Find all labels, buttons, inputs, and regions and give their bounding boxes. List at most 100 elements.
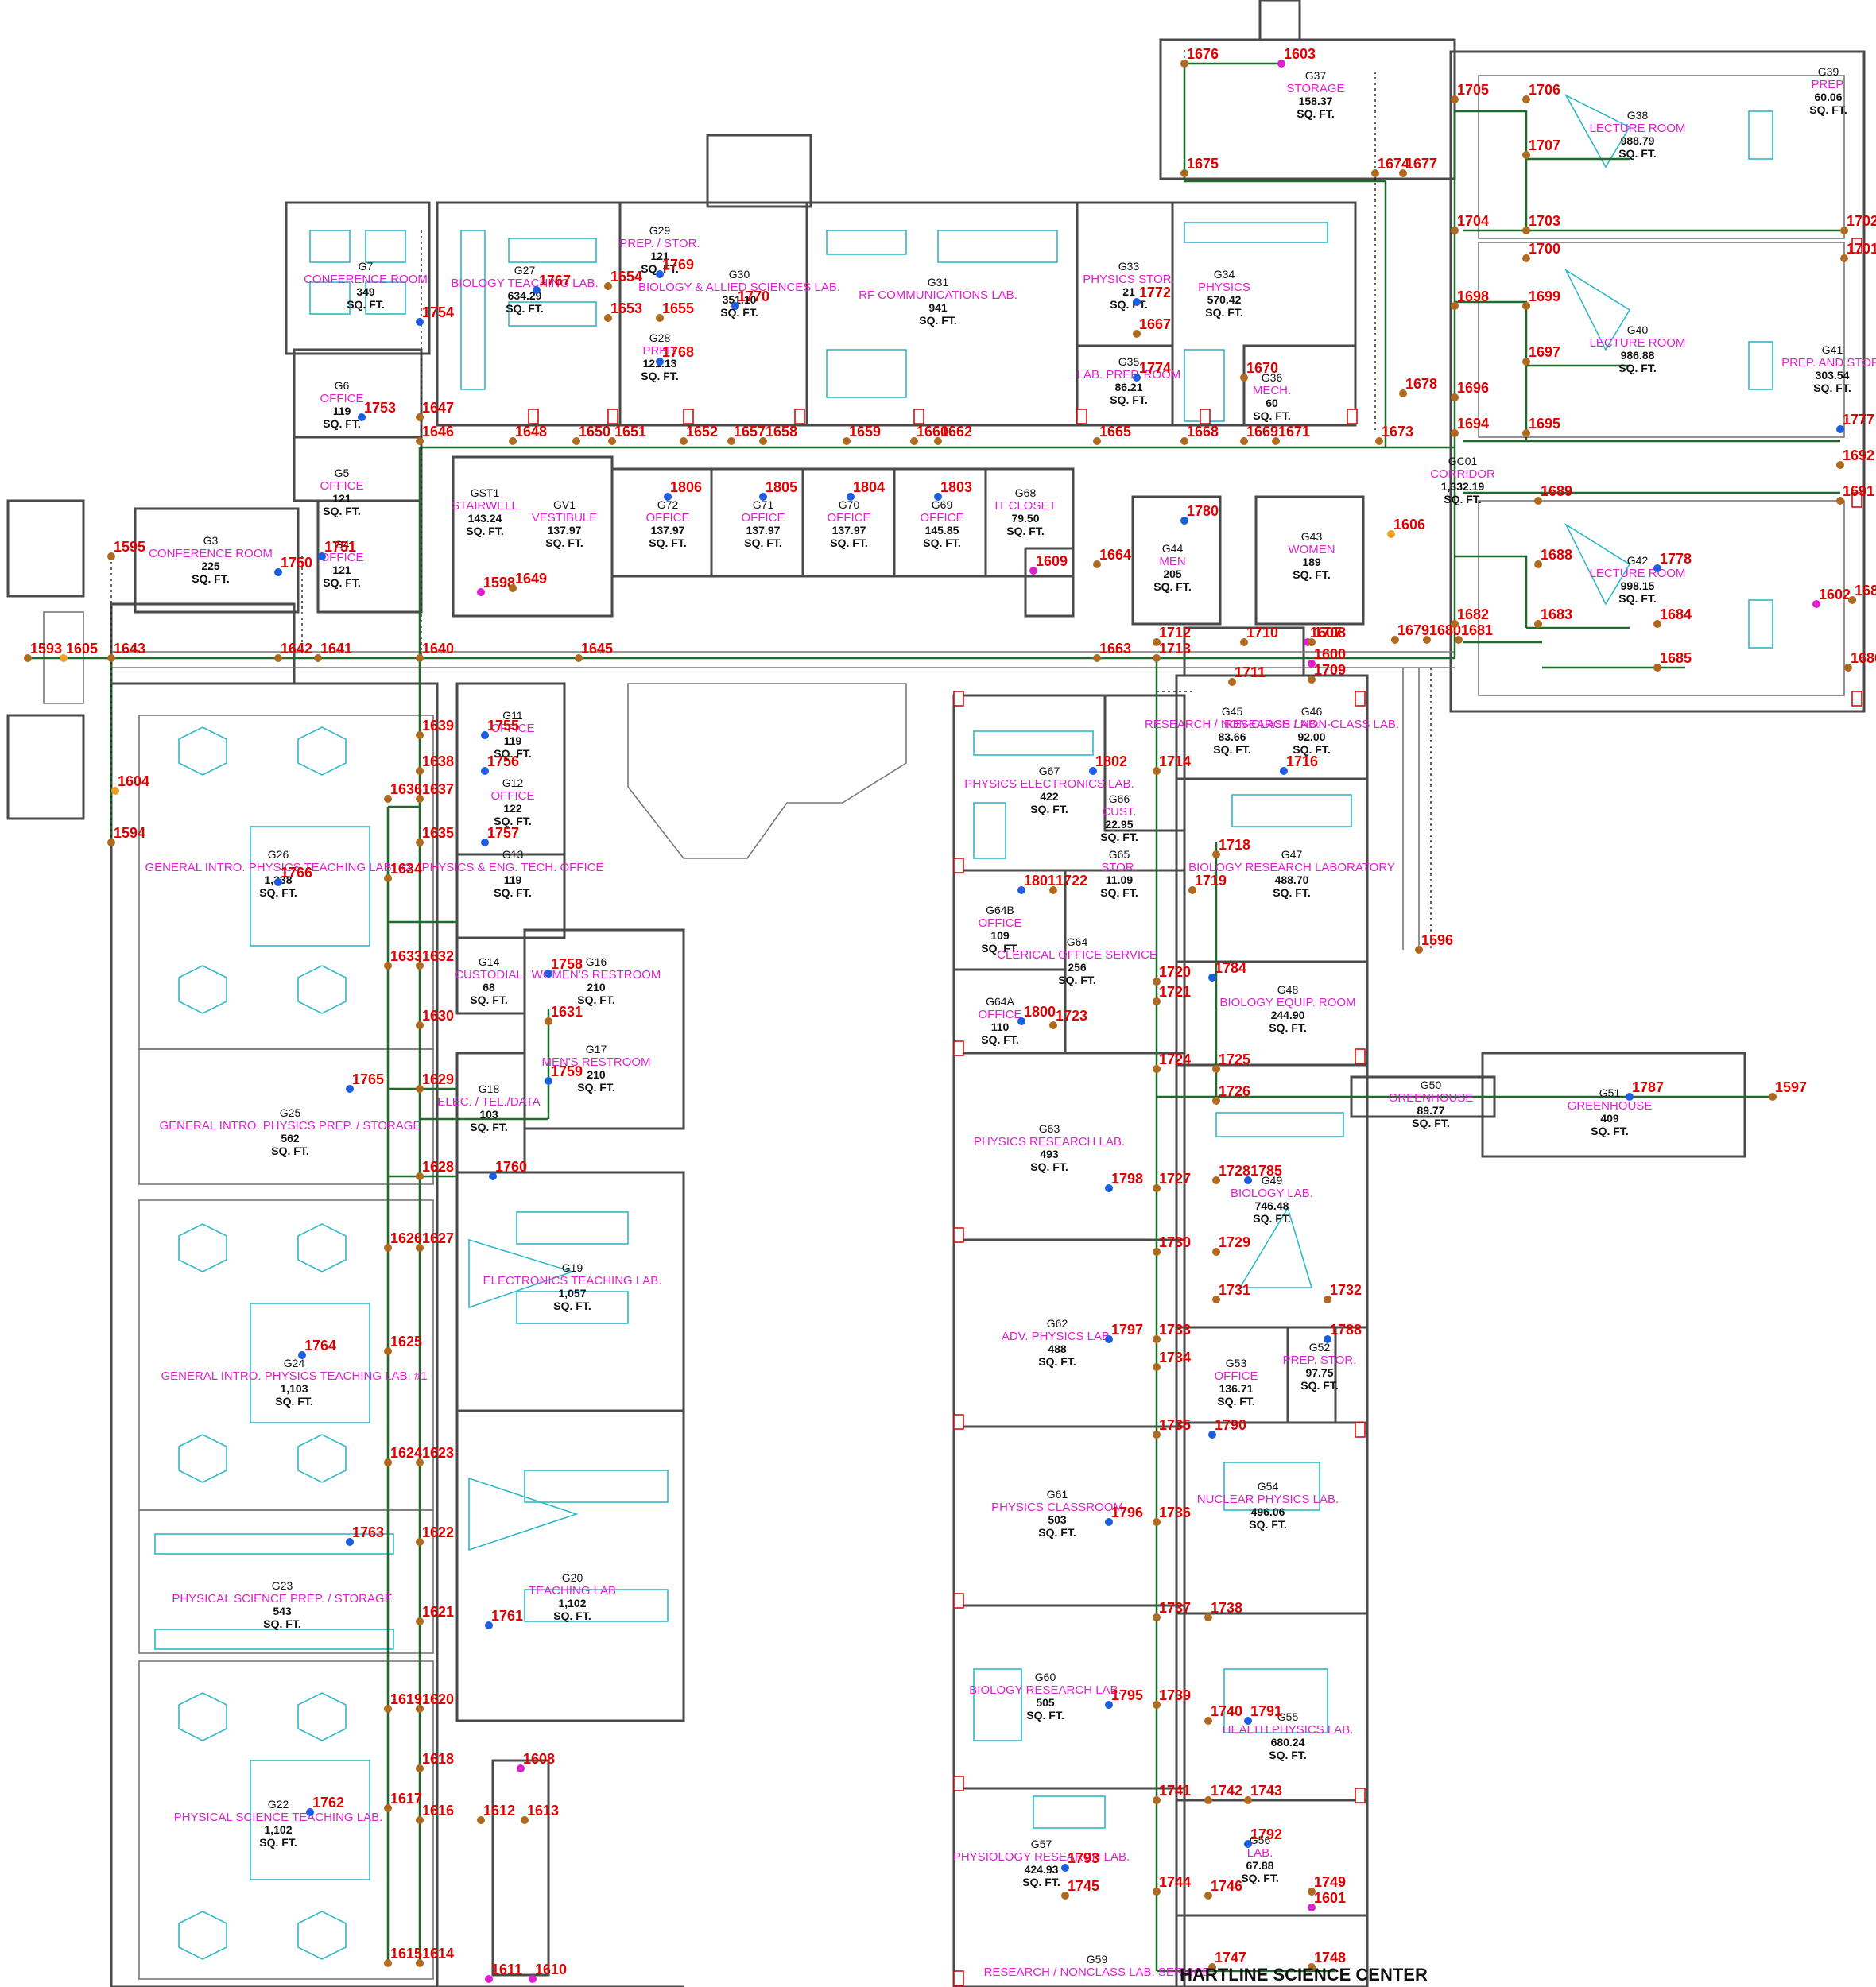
node-1714[interactable]: 1714 [1153,753,1191,775]
node-1725[interactable]: 1725 [1212,1052,1250,1073]
node-1790[interactable]: 1790 [1208,1417,1246,1439]
node-marker[interactable] [1093,560,1101,568]
node-marker[interactable] [727,437,735,445]
node-1724[interactable]: 1724 [1153,1052,1191,1073]
node-1736[interactable]: 1736 [1153,1505,1191,1526]
node-marker[interactable] [1371,169,1379,177]
node-marker[interactable] [477,588,485,596]
node-marker[interactable] [1272,437,1280,445]
node-marker[interactable] [1029,567,1037,575]
node-marker[interactable] [1049,1021,1057,1029]
node-1801[interactable]: 1801 [1017,873,1056,894]
node-1688[interactable]: 1688 [1534,547,1572,568]
node-marker[interactable] [1308,1963,1316,1971]
node-marker[interactable] [1522,429,1530,437]
node-marker[interactable] [1626,1093,1634,1101]
node-marker[interactable] [1455,636,1463,644]
node-1753[interactable]: 1753 [358,400,396,421]
node-1635[interactable]: 1635 [416,825,454,846]
node-marker[interactable] [1308,676,1316,684]
node-1677[interactable]: 1677 [1399,156,1437,177]
node-1692[interactable]: 1692 [1836,447,1874,469]
node-1641[interactable]: 1641 [314,641,352,662]
node-marker[interactable] [604,314,612,322]
node-marker[interactable] [1133,298,1141,306]
node-marker[interactable] [1399,389,1407,397]
node-marker[interactable] [1180,60,1188,68]
node-marker[interactable] [314,654,322,662]
node-1665[interactable]: 1665 [1093,424,1131,445]
node-1739[interactable]: 1739 [1153,1687,1191,1709]
node-marker[interactable] [274,878,282,886]
node-1763[interactable]: 1763 [346,1524,384,1546]
node-1761[interactable]: 1761 [485,1608,523,1629]
node-1757[interactable]: 1757 [481,825,519,846]
node-1730[interactable]: 1730 [1153,1234,1191,1256]
node-marker[interactable] [107,552,115,560]
node-marker[interactable] [416,1021,424,1029]
node-marker[interactable] [485,1621,493,1629]
node-marker[interactable] [1244,1176,1252,1184]
node-1632[interactable]: 1632 [416,948,454,970]
node-marker[interactable] [656,270,664,278]
node-1682[interactable]: 1682 [1451,606,1489,628]
node-marker[interactable] [604,282,612,290]
node-1627[interactable]: 1627 [416,1230,454,1252]
node-marker[interactable] [1153,638,1161,646]
node-1765[interactable]: 1765 [346,1071,384,1093]
node-marker[interactable] [481,839,489,846]
node-marker[interactable] [346,1538,354,1546]
node-1683[interactable]: 1683 [1534,606,1572,628]
node-1766[interactable]: 1766 [274,865,312,886]
node-1792[interactable]: 1792 [1244,1826,1282,1848]
node-marker[interactable] [509,437,517,445]
node-marker[interactable] [1061,1892,1069,1900]
node-1640[interactable]: 1640 [416,641,454,662]
node-1643[interactable]: 1643 [107,641,145,662]
node-marker[interactable] [416,795,424,803]
node-marker[interactable] [572,437,580,445]
node-1620[interactable]: 1620 [416,1691,454,1713]
node-1685[interactable]: 1685 [1653,650,1692,672]
node-1684[interactable]: 1684 [1653,606,1692,628]
node-1694[interactable]: 1694 [1451,416,1489,437]
node-1800[interactable]: 1800 [1017,1004,1056,1025]
node-1732[interactable]: 1732 [1324,1282,1362,1303]
node-marker[interactable] [416,839,424,846]
node-1593[interactable]: 1593 [24,641,62,662]
node-1612[interactable]: 1612 [477,1803,515,1824]
node-marker[interactable] [346,1085,354,1093]
node-marker[interactable] [934,493,942,501]
node-1706[interactable]: 1706 [1522,82,1560,103]
node-1742[interactable]: 1742 [1204,1783,1242,1804]
node-marker[interactable] [1212,1176,1220,1184]
node-1611[interactable]: 1611 [485,1962,522,1983]
node-1608[interactable]: 1608 [517,1751,555,1772]
node-marker[interactable] [24,654,32,662]
node-1738[interactable]: 1738 [1204,1600,1242,1621]
node-marker[interactable] [1244,1717,1252,1725]
node-marker[interactable] [416,1538,424,1546]
node-marker[interactable] [274,654,282,662]
node-marker[interactable] [416,1172,424,1180]
node-1747[interactable]: 1747 [1208,1950,1246,1971]
node-marker[interactable] [1451,393,1459,401]
node-1605[interactable]: 1605 [60,641,98,662]
node-1746[interactable]: 1746 [1204,1878,1242,1900]
node-1713[interactable]: 1713 [1153,641,1191,662]
node-marker[interactable] [481,767,489,775]
node-1655[interactable]: 1655 [656,300,694,322]
node-1751[interactable]: 1751 [318,539,356,560]
node-1741[interactable]: 1741 [1153,1783,1191,1804]
node-marker[interactable] [1375,437,1383,445]
node-marker[interactable] [416,437,424,445]
node-1696[interactable]: 1696 [1451,380,1489,401]
node-1700[interactable]: 1700 [1522,241,1560,262]
node-1659[interactable]: 1659 [843,424,881,445]
node-marker[interactable] [1840,227,1848,234]
node-marker[interactable] [1451,302,1459,310]
node-marker[interactable] [1653,564,1661,572]
node-marker[interactable] [416,654,424,662]
node-1657[interactable]: 1657 [727,424,766,445]
node-1633[interactable]: 1633 [384,948,422,970]
